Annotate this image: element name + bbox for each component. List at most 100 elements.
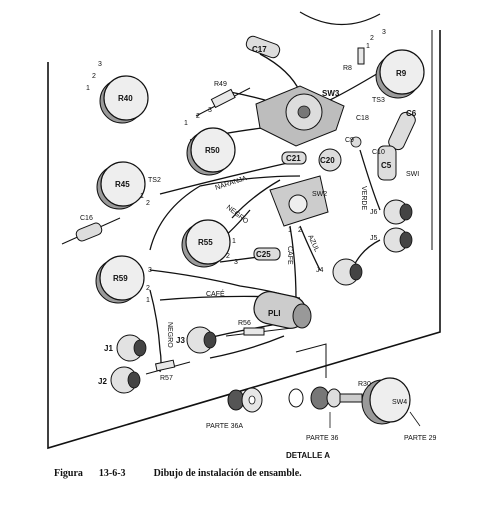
part-36a: PARTE 36A — [206, 387, 263, 430]
svg-text:1: 1 — [232, 238, 236, 245]
svg-text:PARTE 36A: PARTE 36A — [206, 423, 243, 430]
caption-text: Dibujo de instalación de ensamble. — [153, 468, 302, 479]
switch-sw1: SWI — [406, 171, 419, 178]
capacitor-c6: C6 — [388, 109, 417, 151]
terminal-strip-ts2: TS2 — [148, 177, 161, 184]
svg-text:C25: C25 — [256, 250, 271, 259]
svg-text:J1: J1 — [104, 344, 113, 353]
resistor-r57: R57 — [145, 359, 191, 382]
svg-text:R45: R45 — [115, 180, 130, 189]
svg-text:1: 1 — [86, 85, 90, 92]
jack-j6: J6 — [370, 199, 413, 225]
svg-text:3: 3 — [382, 29, 386, 36]
resistor-r56: R56 — [225, 320, 293, 337]
svg-text:J4: J4 — [316, 267, 324, 274]
svg-text:C17: C17 — [252, 45, 267, 54]
terminal-strip-ts3: TS3 — [372, 97, 385, 104]
svg-text:2: 2 — [146, 285, 150, 292]
svg-text:1: 1 — [146, 297, 150, 304]
svg-text:1: 1 — [288, 227, 292, 234]
svg-text:SW3: SW3 — [322, 89, 340, 98]
capacitor-c5: C5 — [377, 145, 397, 181]
svg-text:J5: J5 — [370, 235, 378, 242]
svg-text:R9: R9 — [396, 69, 407, 78]
svg-text:PARTE 36: PARTE 36 — [306, 435, 339, 442]
svg-text:C16: C16 — [80, 215, 93, 222]
capacitor-c17: C17 — [245, 35, 281, 59]
plug-pl1: PLI — [253, 291, 312, 329]
part-36: PARTE 36 — [288, 386, 342, 442]
potentiometer-r40: R40 — [99, 75, 149, 124]
svg-text:1: 1 — [366, 43, 370, 50]
svg-text:R49: R49 — [214, 81, 227, 88]
capacitor-c10: C10 — [372, 149, 385, 156]
svg-text:AZUL: AZUL — [306, 234, 320, 253]
caption-prefix: Figura — [54, 468, 83, 479]
svg-text:R50: R50 — [205, 146, 220, 155]
figure-caption: Figura 13-6-3 Dibujo de instalación de ens… — [54, 468, 302, 479]
svg-text:3: 3 — [208, 107, 212, 114]
jack-j4: J4 — [316, 258, 363, 286]
svg-text:1: 1 — [140, 193, 144, 200]
svg-text:1: 1 — [184, 120, 188, 127]
svg-text:C18: C18 — [356, 115, 369, 122]
svg-text:R8: R8 — [343, 65, 352, 72]
svg-text:J2: J2 — [98, 377, 107, 386]
svg-text:3: 3 — [98, 61, 102, 68]
svg-text:3: 3 — [234, 259, 238, 266]
resistor-r49: R49 — [195, 81, 251, 117]
svg-text:TS3: TS3 — [372, 97, 385, 104]
svg-text:C20: C20 — [320, 156, 335, 165]
capacitor-c18: C18 — [356, 115, 369, 122]
jack-j5: J5 — [370, 227, 413, 253]
potentiometer-r50: R50 — [186, 127, 236, 176]
jack-j3: J3 — [176, 326, 217, 354]
svg-text:C5: C5 — [381, 161, 392, 170]
jack-j2: J2 — [98, 366, 141, 394]
chassis-panel — [47, 11, 441, 450]
switch-sw3: SW3 — [255, 85, 345, 147]
svg-text:3: 3 — [148, 267, 152, 274]
detail-title: DETALLE A — [286, 451, 330, 460]
svg-text:SW4: SW4 — [392, 399, 407, 406]
svg-text:R40: R40 — [118, 94, 133, 103]
svg-text:C9: C9 — [345, 137, 354, 144]
resistor-r8: R8 — [343, 47, 365, 72]
detail-a: PARTE 36A PARTE 36 R30 SW4 PARTE 29 DETA… — [206, 343, 437, 460]
capacitor-c9: C9 — [345, 136, 362, 148]
svg-text:C21: C21 — [286, 154, 301, 163]
svg-text:CAFÉ: CAFÉ — [206, 289, 225, 298]
svg-text:R30: R30 — [358, 381, 371, 388]
svg-text:CAFE: CAFE — [286, 246, 293, 265]
svg-text:C6: C6 — [406, 109, 417, 118]
svg-text:R55: R55 — [198, 238, 213, 247]
svg-text:R56: R56 — [238, 320, 251, 327]
svg-text:2: 2 — [226, 253, 230, 260]
svg-text:TS2: TS2 — [148, 177, 161, 184]
potentiometer-r59: R59 — [95, 255, 145, 304]
svg-text:R59: R59 — [113, 274, 128, 283]
svg-text:SW2: SW2 — [312, 191, 327, 198]
svg-text:SWI: SWI — [406, 171, 419, 178]
svg-text:2: 2 — [92, 73, 96, 80]
svg-text:2: 2 — [146, 200, 150, 207]
switch-sw2: SW2 — [269, 175, 329, 227]
svg-text:J3: J3 — [176, 336, 185, 345]
potentiometer-r9: R9 — [375, 49, 425, 99]
svg-text:J6: J6 — [370, 209, 378, 216]
capacitor-c25: C25 — [253, 247, 281, 261]
svg-text:PLI: PLI — [268, 309, 280, 318]
svg-text:2: 2 — [370, 35, 374, 42]
svg-text:R57: R57 — [160, 375, 173, 382]
caption-number: 13-6-3 — [98, 468, 126, 479]
svg-text:2: 2 — [298, 227, 302, 234]
capacitor-c21: C21 — [281, 151, 307, 165]
potentiometer-r55: R55 — [181, 219, 231, 268]
svg-text:VERDE: VERDE — [360, 186, 367, 210]
svg-text:NARANJA: NARANJA — [214, 175, 248, 192]
potentiometer-r45: R45 — [96, 161, 146, 210]
jack-j1: J1 — [104, 334, 147, 362]
svg-text:2: 2 — [196, 113, 200, 120]
svg-text:PARTE 29: PARTE 29 — [404, 435, 437, 442]
